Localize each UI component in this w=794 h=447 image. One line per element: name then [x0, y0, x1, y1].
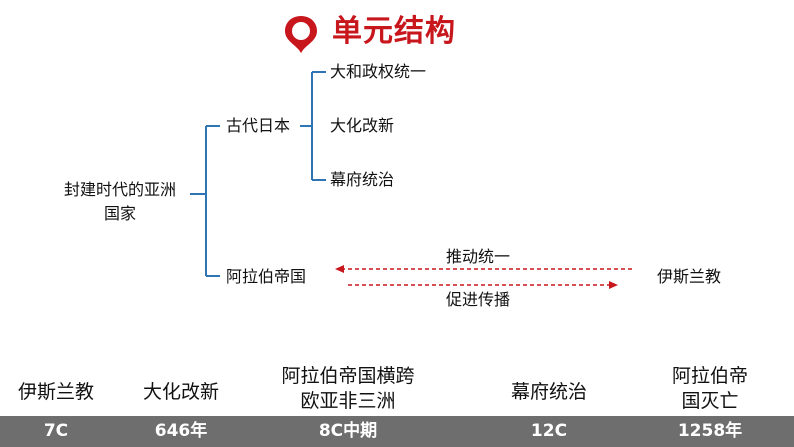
timeline-event-3: 阿拉伯帝国横跨 欧亚非三洲 [281, 365, 415, 412]
node-yamato-unification: 大和政权统一 [330, 62, 427, 81]
location-pin-icon [285, 16, 317, 53]
node-ancient-japan: 古代日本 [226, 116, 291, 135]
timeline-date-1: 7C [43, 421, 69, 441]
node-taika-reform: 大化改新 [330, 116, 395, 135]
label-promote-unity: 推动统一 [446, 247, 511, 266]
root-label-line-1: 封建时代的亚洲 [63, 180, 176, 199]
node-arab-empire: 阿拉伯帝国 [226, 267, 307, 286]
timeline-date-2: 646年 [154, 421, 208, 441]
timeline-date-3: 8C中期 [318, 421, 378, 441]
timeline-date-5: 1258年 [677, 421, 743, 441]
timeline-event-5: 阿拉伯帝 国灭亡 [671, 365, 748, 412]
timeline-bar [0, 416, 794, 447]
promote-spread-arrowhead [609, 281, 618, 289]
timeline-event-2: 大化改新 [142, 381, 219, 403]
label-promote-spread: 促进传播 [446, 290, 511, 309]
root-label-line-2: 国家 [103, 204, 136, 223]
timeline-event-1: 伊斯兰教 [17, 381, 94, 403]
timeline-date-4: 12C [530, 421, 568, 441]
page-title: 单元结构 [332, 14, 456, 49]
timeline-event-4: 幕府统治 [510, 381, 587, 403]
node-shogunate-rule: 幕府统治 [330, 170, 395, 189]
root-node: 封建时代的亚洲 国家 [40, 178, 200, 226]
promote-unity-arrowhead [335, 265, 344, 273]
node-islam: 伊斯兰教 [657, 267, 722, 286]
